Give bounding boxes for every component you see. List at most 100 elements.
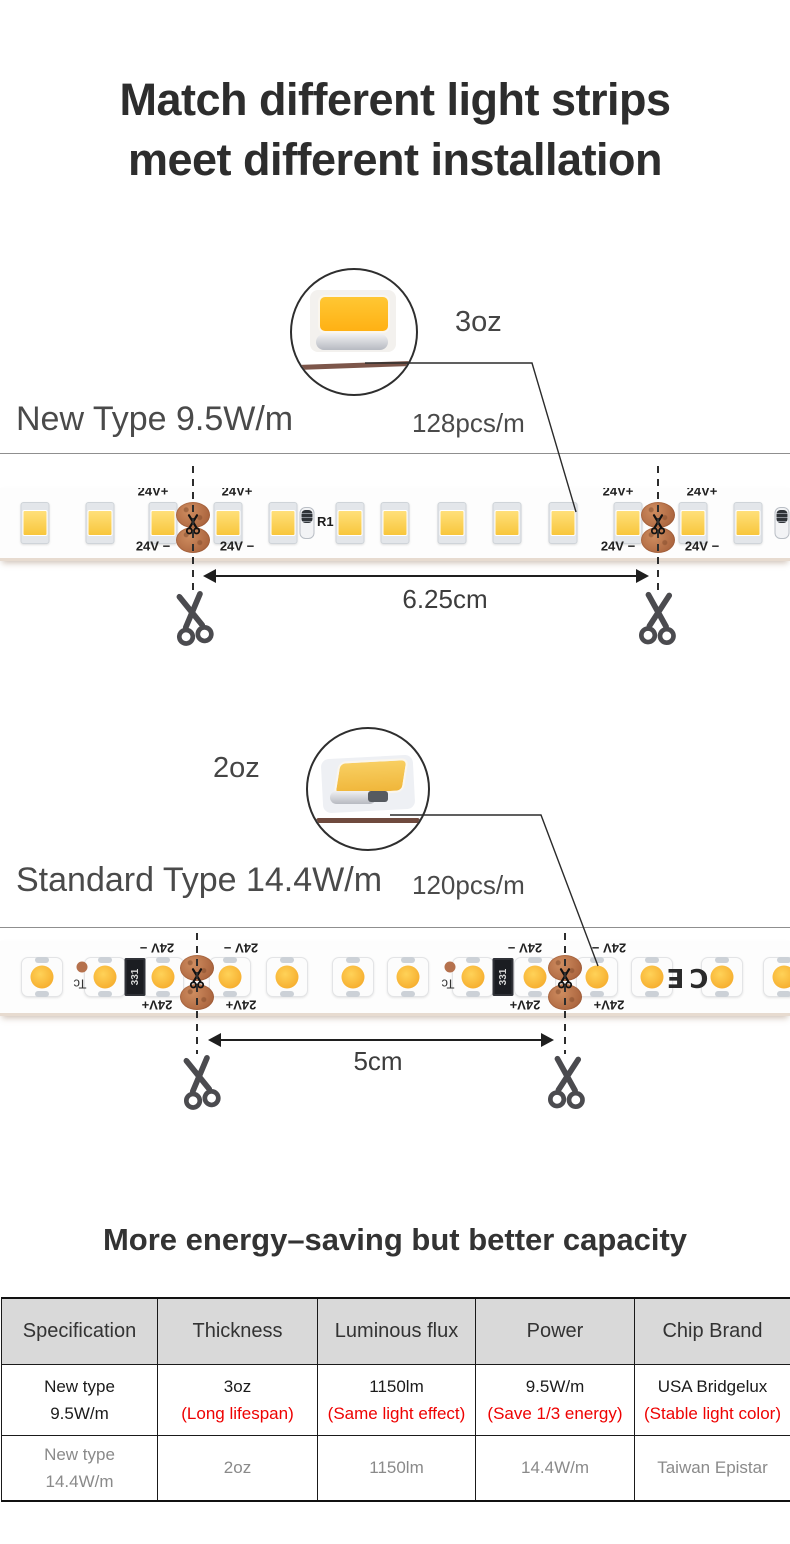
cell-thickness: 3oz (Long lifespan) [158,1365,318,1436]
pad-voltage-label: 24V+ [225,997,257,1013]
header-luminous-flux: Luminous flux [318,1299,476,1365]
resistor-label: 331 [497,968,509,986]
header-chip-brand: Chip Brand [635,1299,790,1365]
strip2-type-label: Standard Type 14.4W/m [16,861,383,899]
cell-thickness: 2oz [158,1436,318,1500]
led-strip-photo: 24V −24V −24V+24V+ 24V −24V −24V+24V+ 33… [0,941,790,1016]
cell-text: 9.5W/m [50,1403,109,1423]
cell-note: (Same light effect) [327,1403,466,1423]
pad-voltage-label: 24V+ [509,997,541,1013]
led-chip [387,957,429,997]
header-power: Power [476,1299,635,1365]
dimension-arrow [203,569,649,583]
led-chip [21,957,63,997]
cell-text: New type [44,1376,115,1396]
pad-voltage-label: 24V − [135,538,171,554]
led-chip [84,957,126,997]
thermal-pad-dot [444,961,456,973]
dimension-label: 6.25cm [402,584,488,614]
header-specification: Specification [2,1299,158,1365]
cell-note: (Long lifespan) [181,1403,294,1423]
chip-die [368,791,388,802]
cell-luminous-flux: 1150lm [318,1436,476,1500]
tc-label: Tc [73,976,87,992]
strip1-density-label: 128pcs/m [412,408,525,438]
resistor: 331 [124,958,146,996]
inset-label-2oz: 2oz [213,752,260,784]
scissors-icon [168,589,217,648]
pad-voltage-label: 24V − [139,941,175,956]
cell-text: USA Bridgelux [657,1376,768,1396]
cell-power: 14.4W/m [476,1436,635,1500]
cell-spec: New type 14.4W/m [2,1436,158,1500]
ce-mark: CE [661,962,709,992]
inset-label-3oz: 3oz [455,306,502,338]
page-title-line2: meet different installation [127,134,663,185]
led-chip [701,957,743,997]
led-chip [20,502,50,544]
cell-text: 14.4W/m [45,1471,114,1491]
led-chip [733,502,763,544]
led-chip [437,502,467,544]
table-header-row: Specification Thickness Luminous flux Po… [2,1299,790,1365]
led-chip [380,502,410,544]
cut-line [564,933,566,1054]
pad-voltage-label: 24V+ [686,488,718,499]
led-chip [148,502,178,544]
cut-line [196,933,198,1054]
pad-voltage-label: 24V − [591,941,627,956]
scissors-icon [175,1053,224,1112]
resistor [774,507,790,539]
cell-text: 1150lm [369,1376,424,1396]
led-chip [763,957,790,997]
cell-spec: New type 9.5W/m [2,1365,158,1436]
cell-text: 14.4W/m [520,1458,590,1478]
cell-note: (Save 1/3 energy) [487,1403,623,1423]
tc-label: Tc [441,976,455,992]
resistor: 331 [492,958,514,996]
thermal-pad-dot [76,961,88,973]
table-row-standard-type: New type 14.4W/m 2oz 1150lm 14.4W/m Taiw… [2,1436,790,1500]
led-chip [678,502,708,544]
resistor-label: R1 [317,514,334,529]
led-chip [266,957,308,997]
led-chip [335,502,365,544]
cell-luminous-flux: 1150lm (Same light effect) [318,1365,476,1436]
led-chip [209,957,251,997]
led-chip [492,502,522,544]
pad-voltage-label: 24V+ [593,997,625,1013]
pad-voltage-label: 24V+ [137,488,169,499]
strip2-density-label: 120pcs/m [412,870,525,900]
cell-text: 3oz [223,1376,252,1396]
table-row-new-type: New type 9.5W/m 3oz (Long lifespan) 1150… [2,1365,790,1436]
cell-text: Taiwan Epistar [657,1458,768,1478]
cut-line [192,466,194,594]
comparison-heading: More energy–saving but better capacity [102,1222,688,1257]
resistor [299,507,315,539]
dimension-arrow [208,1033,554,1047]
fpc-board-edge [316,818,420,823]
chip-closeup-circle-2 [306,727,430,851]
dimension-label: 5cm [353,1046,403,1076]
pad-voltage-label: 24V − [507,941,543,956]
led-chip [142,957,184,997]
led-chip [548,502,578,544]
led-chip [85,502,115,544]
cell-text: 1150lm [369,1458,424,1478]
led-chip [613,502,643,544]
pad-voltage-label: 24V+ [602,488,634,499]
pad-voltage-label: 24V − [219,538,255,554]
solder-joint [316,334,388,350]
esd-warning-icon [0,488,395,501]
cut-line [657,466,659,594]
led-strip-photo: 24V+24V+24V −24V − 24V+24V+24V −24V − R1… [0,488,790,561]
led-chip [631,957,673,997]
cell-chip-brand: USA Bridgelux (Stable light color) [635,1365,790,1436]
chip-closeup-circle-1 [290,268,418,396]
pad-voltage-label: 24V − [223,941,259,956]
comparison-table: Specification Thickness Luminous flux Po… [1,1297,790,1502]
pad-voltage-label: 24V − [684,538,720,554]
strip1-type-label: New Type 9.5W/m [16,400,294,438]
led-chip [332,957,374,997]
